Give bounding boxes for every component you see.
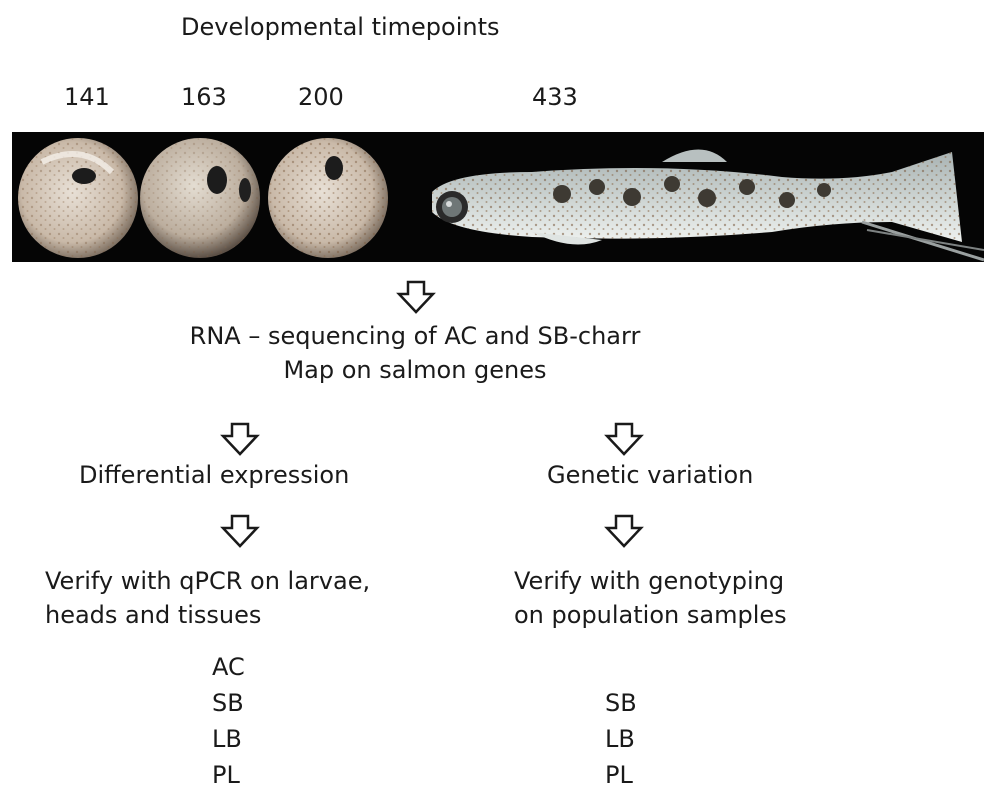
embryo-200: [268, 138, 388, 258]
left-morph-list: AC SB LB PL: [212, 649, 245, 793]
timepoint-label: 163: [181, 83, 227, 111]
right-morph-list: SB LB PL: [605, 649, 637, 793]
morph-label: [605, 649, 637, 685]
morph-label: SB: [605, 689, 637, 717]
down-arrow-icon: [220, 514, 260, 548]
morph-label: SB: [212, 689, 244, 717]
right-branch-title: Genetic variation: [547, 461, 754, 489]
right-verify-line1: Verify with genotyping: [514, 567, 785, 595]
timepoint-label: 433: [532, 83, 578, 111]
left-verify-line2: heads and tissues: [45, 601, 262, 629]
embryo-141: [18, 138, 138, 258]
down-arrow-icon: [396, 280, 436, 314]
specimen-illustration: [18, 138, 984, 262]
figure-title: Developmental timepoints: [181, 13, 500, 41]
down-arrow-icon: [220, 422, 260, 456]
morph-label: PL: [605, 761, 633, 789]
down-arrow-icon: [604, 514, 644, 548]
timepoint-label: 141: [64, 83, 110, 111]
morph-label: AC: [212, 653, 245, 681]
sequencing-step-line2: Map on salmon genes: [283, 356, 547, 384]
morph-label: LB: [605, 725, 635, 753]
left-branch-title: Differential expression: [79, 461, 350, 489]
morph-label: PL: [212, 761, 240, 789]
right-verify-line2: on population samples: [514, 601, 787, 629]
developmental-photo-strip: [12, 132, 984, 262]
morph-label: LB: [212, 725, 242, 753]
larva-433: [432, 149, 984, 262]
sequencing-step-line1: RNA – sequencing of AC and SB-charr: [189, 322, 641, 350]
left-verify-line1: Verify with qPCR on larvae,: [45, 567, 371, 595]
embryo-163: [140, 138, 260, 258]
timepoint-label: 200: [298, 83, 344, 111]
down-arrow-icon: [604, 422, 644, 456]
